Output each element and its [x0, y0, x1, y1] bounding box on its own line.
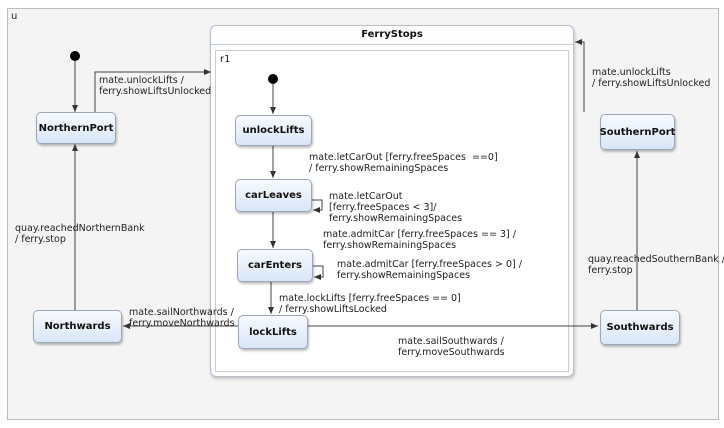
label-southwards-southernport: quay.reachedSouthernBank /ferry.stop [588, 254, 724, 276]
state-southwards[interactable]: Southwards [600, 310, 680, 345]
label-northernport-ferrystops: mate.unlockLifts /ferry.showLiftsUnlocke… [99, 75, 212, 97]
edge-northernport-ferrystops [94, 69, 211, 112]
state-northernport[interactable]: NorthernPort [36, 112, 116, 144]
initial-pseudostate-outer [70, 51, 80, 61]
composite-state-title: FerryStops [211, 26, 573, 45]
label-northwards-northernport: quay.reachedNorthernBank/ ferry.stop [15, 223, 145, 245]
label-carenters-self: mate.admitCar [ferry.freeSpaces > 0] /fe… [337, 259, 522, 281]
label-carleaves-carenters: mate.admitCar [ferry.freeSpaces == 3] /f… [323, 229, 516, 251]
region-u-label: u [11, 11, 18, 22]
initial-pseudostate-inner [268, 74, 278, 84]
label-locklifts-northwards: mate.sailNorthwards /ferry.moveNorthward… [129, 307, 235, 329]
label-carleaves-self: mate.letCarOut[ferry.freeSpaces < 3]/fer… [329, 191, 463, 224]
edge-southernport-ferrystops [575, 39, 585, 112]
state-northwards[interactable]: Northwards [33, 310, 122, 343]
state-southernport[interactable]: SouthernPort [600, 114, 675, 150]
edge-carleaves-self [312, 199, 323, 213]
state-unlocklifts[interactable]: unlockLifts [235, 115, 312, 146]
state-carenters[interactable]: carEnters [237, 249, 313, 282]
label-carenters-locklifts: mate.lockLifts [ferry.freeSpaces == 0]/ … [279, 293, 461, 315]
label-unlocklifts-carleaves: mate.letCarOut [ferry.freeSpaces ==0]/ f… [309, 152, 498, 174]
state-locklifts[interactable]: lockLifts [238, 315, 308, 349]
label-locklifts-southwards: mate.sailSouthwards /ferry.moveSouthward… [398, 336, 505, 358]
edge-carenters-self [313, 265, 324, 280]
state-carleaves[interactable]: carLeaves [235, 179, 312, 212]
label-southernport-ferrystops: mate.unlockLifts/ ferry.showLiftsUnlocke… [592, 67, 711, 89]
region-r1-label: r1 [220, 54, 231, 65]
